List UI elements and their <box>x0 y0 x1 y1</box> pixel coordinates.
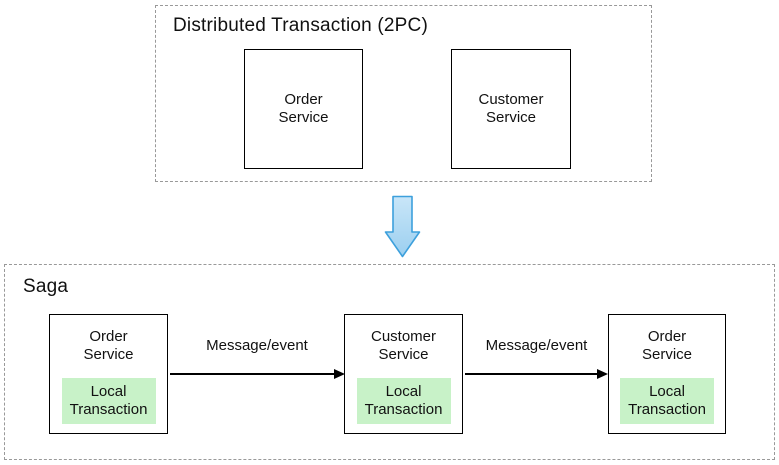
node-customer-service-saga: Customer Service Local Transaction <box>344 314 463 434</box>
message-arrow-line-1 <box>170 373 334 375</box>
message-arrowhead-icon-2 <box>597 369 608 379</box>
down-arrow-icon <box>384 195 421 258</box>
node-label: Customer Service <box>478 90 544 126</box>
local-transaction-label: Local Transaction <box>628 383 706 418</box>
node-label: Customer Service <box>370 328 437 364</box>
message-arrowhead-icon-1 <box>334 369 345 379</box>
edge-label-message-event-2: Message/event <box>485 337 588 354</box>
node-order-service-saga-1: Order Service Local Transaction <box>49 314 168 434</box>
node-label: Order Service <box>278 90 329 126</box>
node-customer-service-2pc: Customer Service <box>451 49 571 169</box>
local-transaction-box: Local Transaction <box>356 378 451 424</box>
group-saga: Saga Order Service Local Transaction Mes… <box>4 264 775 460</box>
group-title-saga: Saga <box>23 276 69 297</box>
local-transaction-label: Local Transaction <box>69 383 148 418</box>
node-label: Order Service <box>641 328 693 364</box>
local-transaction-box: Local Transaction <box>61 378 156 424</box>
node-label: Order Service <box>83 328 134 364</box>
local-transaction-label: Local Transaction <box>364 383 443 418</box>
group-title-distributed-transaction: Distributed Transaction (2PC) <box>173 15 429 36</box>
node-order-service-2pc: Order Service <box>244 49 363 169</box>
local-transaction-box: Local Transaction <box>620 378 714 424</box>
node-order-service-saga-2: Order Service Local Transaction <box>608 314 726 434</box>
message-arrow-line-2 <box>465 373 597 375</box>
group-distributed-transaction: Distributed Transaction (2PC) Order Serv… <box>155 5 652 182</box>
edge-label-message-event-1: Message/event <box>206 337 308 354</box>
